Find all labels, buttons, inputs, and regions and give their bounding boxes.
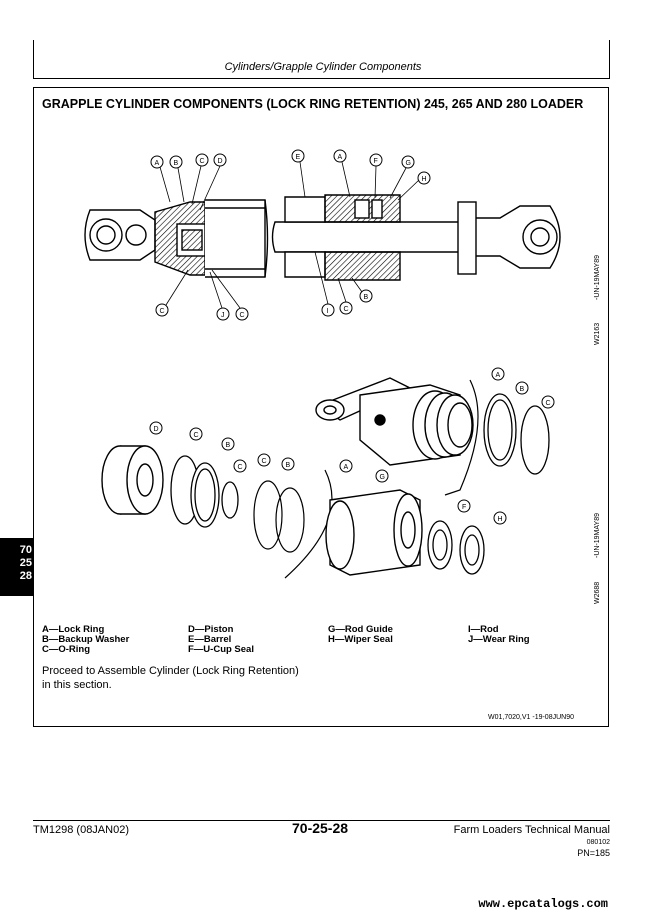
svg-text:F: F	[462, 504, 466, 511]
header-left-rule	[33, 40, 34, 78]
svg-text:B: B	[286, 462, 291, 469]
section-tab-line1: 70	[19, 544, 32, 556]
svg-text:C: C	[546, 400, 551, 407]
cylinder-section-illustration: A B C D E A F G H C J C I C B	[84, 149, 561, 321]
top-figure-code-2: W2163	[594, 323, 601, 345]
procedure-note-line1[interactable]: Proceed to Assemble Cylinder (Lock Ring …	[42, 665, 299, 677]
bottom-figure-code-b: -UN-19MAY89	[594, 513, 601, 558]
svg-text:D: D	[218, 158, 223, 165]
footer-page-number: 70-25-28	[292, 820, 349, 836]
rod-guide-block	[284, 194, 401, 281]
svg-text:C: C	[240, 312, 245, 319]
section-tab-line2: 25	[19, 557, 32, 569]
exploded-view-illustration: A B C D C B C C B A G F H	[101, 367, 555, 579]
legend-h: H—Wiper Seal	[328, 634, 393, 645]
svg-text:G: G	[380, 474, 385, 481]
top-figure-code-b: -UN-19MAY89	[594, 255, 601, 300]
svg-text:H: H	[498, 516, 503, 523]
footer-rule	[33, 820, 610, 821]
svg-text:C: C	[200, 158, 205, 165]
lock-ring-upper	[444, 379, 479, 496]
section-tab: 70 25 28	[0, 538, 34, 596]
svg-text:A: A	[496, 372, 501, 379]
reference-code: W01,7020,V1 -19-08JUN90	[488, 714, 574, 721]
legend-d: D—Piston	[188, 624, 234, 635]
svg-text:I: I	[327, 308, 329, 315]
legend-j: J—Wear Ring	[468, 634, 530, 645]
svg-text:J: J	[221, 312, 225, 319]
page-header-title: Cylinders/Grapple Cylinder Components	[224, 61, 422, 73]
callout-a: A	[155, 160, 160, 167]
right-clevis	[457, 201, 561, 275]
bottom-figure-code: -UN-19MAY89	[594, 513, 601, 558]
svg-text:G: G	[406, 160, 411, 167]
header-bottom-rule	[33, 78, 610, 79]
legend-a: A—Lock Ring	[42, 624, 105, 635]
svg-text:B: B	[364, 294, 369, 301]
svg-text:A: A	[338, 154, 343, 161]
svg-text:H: H	[422, 176, 427, 183]
rod-guide-part	[325, 489, 423, 576]
rod	[271, 221, 466, 253]
footer-small-code: 080102	[586, 839, 610, 846]
section-tab-line3: 28	[19, 570, 32, 582]
legend-f: F—U-Cup Seal	[188, 644, 254, 655]
top-leader-lines	[159, 161, 420, 309]
svg-text:D: D	[154, 426, 159, 433]
footer-pn: PN=185	[577, 848, 610, 858]
footer-manual-id: TM1298 (08JAN02)	[33, 824, 129, 836]
ring-seals-left	[170, 455, 239, 528]
svg-text:C: C	[262, 458, 267, 465]
piston-part	[101, 445, 164, 515]
svg-text:C: C	[160, 308, 165, 315]
content-box	[33, 87, 609, 727]
rod-seals-lower	[427, 520, 485, 575]
svg-text:F: F	[374, 158, 378, 165]
top-figure-code-a: W2163	[594, 322, 601, 345]
svg-text:B: B	[226, 442, 231, 449]
header-right-rule	[609, 40, 610, 78]
svg-text:B: B	[174, 160, 179, 167]
bottom-figure-code-a: W2688	[594, 581, 601, 604]
legend-b: B—Backup Washer	[42, 634, 130, 645]
legend-e: E—Barrel	[188, 634, 232, 645]
svg-text:C: C	[238, 464, 243, 471]
svg-text:B: B	[520, 386, 525, 393]
legend-c: C—O-Ring	[42, 644, 91, 655]
rod-clevis-assembly	[315, 377, 474, 466]
ring-seals-upper	[483, 393, 550, 475]
barrel-left	[205, 199, 269, 278]
top-callouts: A B C D E A F G H C J C I C B	[150, 149, 431, 321]
svg-text:C: C	[194, 432, 199, 439]
procedure-note-line2: in this section.	[42, 679, 112, 691]
svg-text:A: A	[344, 464, 349, 471]
legend-i: I—Rod	[468, 624, 499, 635]
procedure-note: Proceed to Assemble Cylinder (Lock Ring …	[42, 664, 299, 692]
top-figure-code: -UN-19MAY89	[594, 255, 601, 300]
bottom-callouts: A B C D C B C C B A G F H	[149, 367, 555, 525]
watermark[interactable]: www.epcatalogs.com	[478, 897, 608, 911]
footer-manual-title: Farm Loaders Technical Manual	[453, 824, 610, 836]
legend-g: G—Rod Guide	[328, 624, 393, 635]
svg-text:E: E	[296, 154, 301, 161]
piston-block	[154, 201, 206, 276]
left-clevis	[84, 209, 156, 261]
bottom-figure-code-2: W2688	[594, 582, 601, 604]
lock-ring-lower	[253, 469, 333, 579]
section-title: GRAPPLE CYLINDER COMPONENTS (LOCK RING R…	[42, 97, 584, 111]
svg-text:C: C	[344, 306, 349, 313]
